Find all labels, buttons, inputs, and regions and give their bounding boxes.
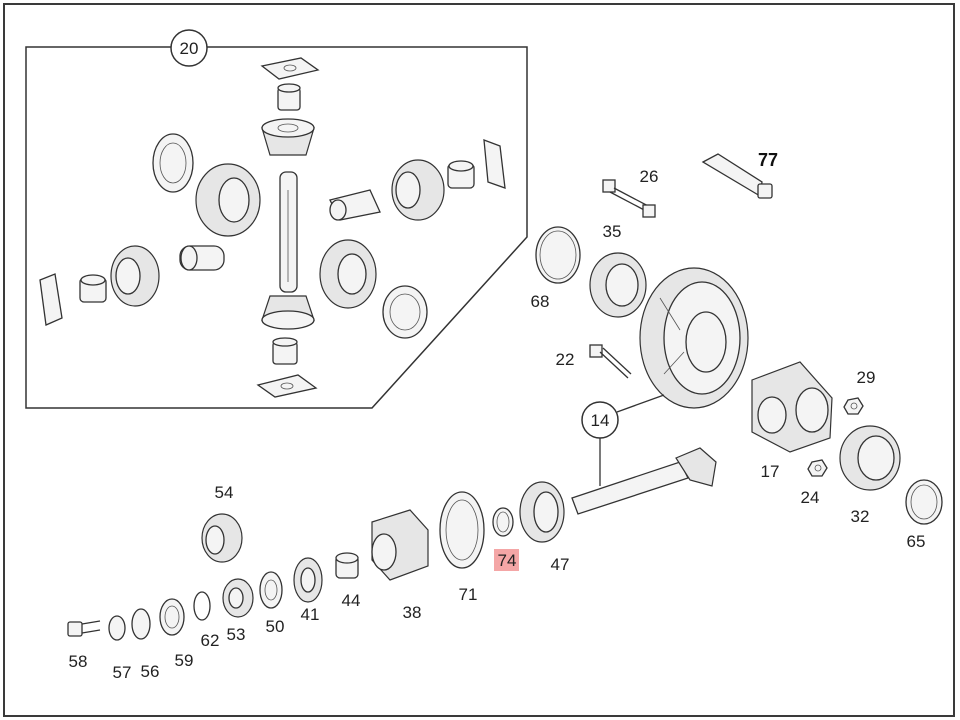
- label-54: 54: [215, 483, 234, 502]
- label-26: 26: [640, 167, 659, 186]
- label-77: 77: [758, 150, 778, 170]
- inset-box-differential: [25, 46, 528, 409]
- label-44: 44: [342, 591, 361, 610]
- highlight-74: [494, 549, 519, 571]
- label-71: 71: [459, 585, 478, 604]
- inset-differential-parts: [39, 57, 506, 398]
- callout-circle-20: [170, 29, 208, 67]
- label-74: 74: [498, 551, 517, 570]
- label-38: 38: [403, 603, 422, 622]
- label-24: 24: [801, 488, 820, 507]
- label-22: 22: [556, 350, 575, 369]
- outer-frame: [3, 3, 955, 717]
- label-65: 65: [907, 532, 926, 551]
- label-59: 59: [175, 651, 194, 670]
- label-41: 41: [301, 605, 320, 624]
- callout-circle-14: [581, 401, 619, 439]
- label-53: 53: [227, 625, 246, 644]
- label-14: 14: [591, 411, 610, 430]
- label-50: 50: [266, 617, 285, 636]
- label-17: 17: [761, 462, 780, 481]
- label-57: 57: [113, 663, 132, 682]
- label-32: 32: [851, 507, 870, 526]
- main-assembly-parts: [67, 153, 943, 641]
- label-47: 47: [551, 555, 570, 574]
- label-20: 20: [180, 39, 199, 58]
- label-29: 29: [857, 368, 876, 387]
- label-35: 35: [603, 222, 622, 241]
- label-62: 62: [201, 631, 220, 650]
- label-58: 58: [69, 652, 88, 671]
- label-56: 56: [141, 662, 160, 681]
- label-68: 68: [531, 292, 550, 311]
